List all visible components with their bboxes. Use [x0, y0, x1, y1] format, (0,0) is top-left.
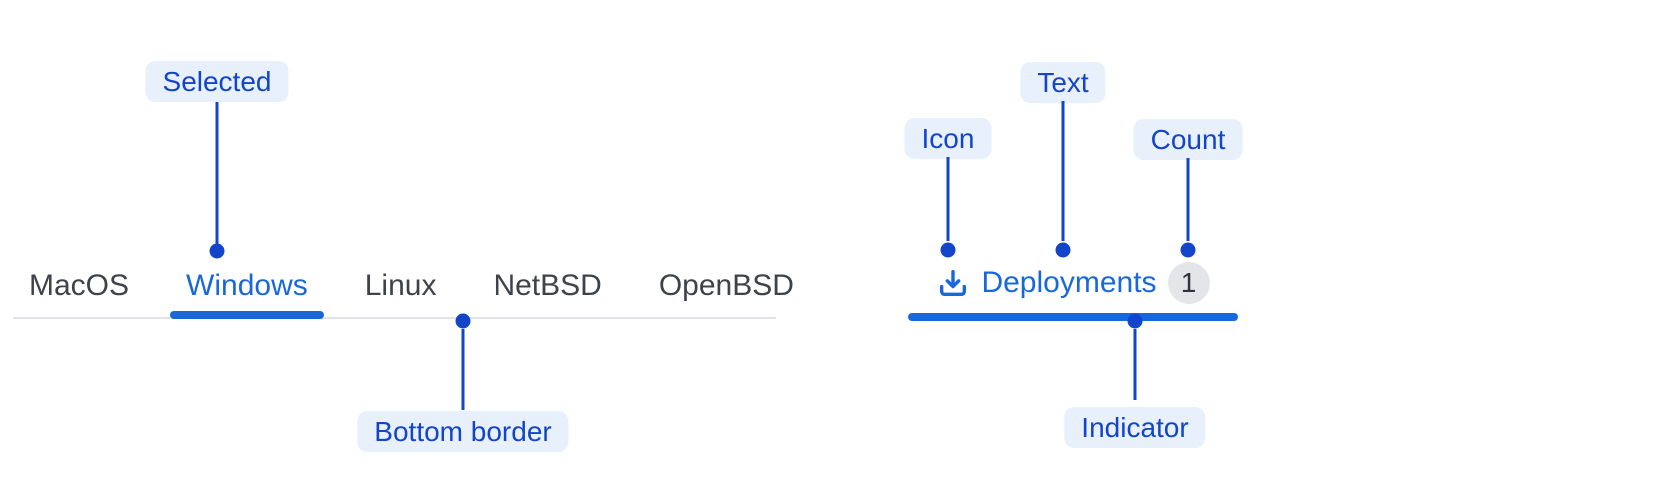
tab-label: MacOS — [29, 268, 130, 302]
annotation-indicator-label: Indicator — [1064, 407, 1206, 448]
tab-bar: MacOS Windows Linux NetBSD OpenBSD — [13, 254, 794, 319]
selected-tab-underline — [170, 311, 324, 319]
connector-dot-bottom-border — [455, 313, 471, 329]
tab-label: Deployments — [981, 265, 1157, 299]
tab-label: Linux — [364, 268, 437, 302]
annotation-bottom-border-label: Bottom border — [357, 411, 569, 452]
tab-label: Windows — [186, 268, 308, 302]
count-badge: 1 — [1167, 261, 1210, 304]
connector-line-selected — [215, 102, 219, 244]
connector-dot-selected — [209, 243, 225, 259]
tab-linux[interactable]: Linux — [349, 254, 453, 317]
tab-windows[interactable]: Windows — [170, 254, 324, 319]
annotation-selected-label: Selected — [145, 61, 289, 102]
annotation-count-label: Count — [1133, 119, 1243, 160]
selected-tab-indicator — [908, 313, 1238, 321]
connector-line-bottom-border — [461, 329, 465, 410]
connector-dot-text — [1055, 242, 1071, 258]
connector-line-indicator — [1133, 329, 1137, 400]
connector-dot-icon — [940, 242, 956, 258]
connector-line-text — [1061, 101, 1065, 241]
tab-label: OpenBSD — [658, 268, 794, 302]
tab-deployments[interactable]: Deployments 1 — [908, 252, 1238, 321]
tab-label: NetBSD — [493, 268, 602, 302]
tab-netbsd[interactable]: NetBSD — [477, 254, 617, 317]
tab-macos[interactable]: MacOS — [13, 254, 145, 317]
connector-dot-count — [1180, 242, 1196, 258]
annotation-text-label: Text — [1020, 62, 1106, 103]
download-icon — [940, 269, 967, 296]
connector-line-count — [1186, 158, 1190, 241]
tab-openbsd[interactable]: OpenBSD — [643, 254, 810, 317]
connector-dot-indicator — [1127, 313, 1143, 329]
annotation-icon-label: Icon — [904, 118, 992, 159]
connector-line-icon — [946, 157, 950, 241]
